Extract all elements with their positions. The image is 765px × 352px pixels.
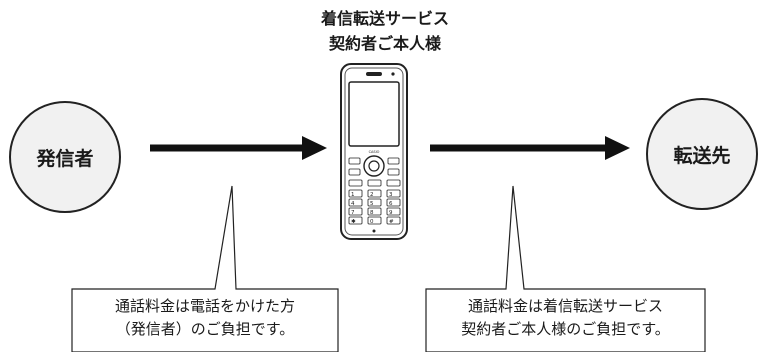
phone-key <box>386 207 401 216</box>
phone-key <box>367 207 382 216</box>
phone-key-label: ✱ <box>351 218 356 225</box>
phone-key-label: 6 <box>389 201 393 207</box>
subscriber-title-line1: 着信転送サービス <box>320 9 449 28</box>
phone-key-label: 1 <box>351 192 355 198</box>
callout-right-line1: 通話料金は着信転送サービス <box>467 297 663 315</box>
phone-key <box>348 189 363 198</box>
phone-icon: CASIO 1 2 3 4 5 6 7 8 9 ✱ 0 # <box>340 63 408 240</box>
callout-left-line2: （発信者）のご負担です。 <box>115 320 295 338</box>
phone-key-label: 7 <box>351 210 355 216</box>
subscriber-title: 着信転送サービス 契約者ご本人様 <box>290 6 480 56</box>
callout-right-box <box>425 185 706 352</box>
phone-key-label: 2 <box>370 192 374 198</box>
phone-key-label: 8 <box>370 210 374 216</box>
phone-key <box>367 216 382 225</box>
phone-key <box>348 207 363 216</box>
callout-right: 通話料金は着信転送サービス 契約者ご本人様のご負担です。 <box>426 295 705 341</box>
caller-node: 発信者 <box>9 101 121 213</box>
caller-label: 発信者 <box>36 147 94 170</box>
phone-key-label: 5 <box>370 201 374 207</box>
phone-keypad: 1 2 3 4 5 6 7 8 9 ✱ 0 # <box>348 189 401 225</box>
phone-key-label: # <box>389 219 394 225</box>
callout-left: 通話料金は電話をかけた方 （発信者）のご負担です。 <box>72 295 338 341</box>
arrow-phone-to-destination <box>430 136 630 160</box>
phone-key <box>367 189 382 198</box>
callout-left-line1: 通話料金は電話をかけた方 <box>114 297 295 315</box>
phone-key <box>386 189 401 198</box>
phone-key-label: 3 <box>389 192 393 198</box>
phone-brand: CASIO <box>369 150 380 154</box>
destination-node: 転送先 <box>646 98 758 210</box>
phone-key <box>386 216 401 225</box>
phone-key-label: 0 <box>370 219 374 225</box>
phone-key <box>348 216 363 225</box>
phone-key <box>348 198 363 207</box>
phone-key <box>386 198 401 207</box>
callout-right-line2: 契約者ご本人様のご負担です。 <box>461 320 670 338</box>
phone-key-label: 9 <box>389 210 393 216</box>
callout-left-box <box>71 185 339 352</box>
phone-key <box>367 198 382 207</box>
destination-label: 転送先 <box>673 144 731 167</box>
arrow-caller-to-phone <box>150 136 327 160</box>
subscriber-title-line2: 契約者ご本人様 <box>328 34 441 53</box>
phone-key-label: 4 <box>351 201 355 207</box>
